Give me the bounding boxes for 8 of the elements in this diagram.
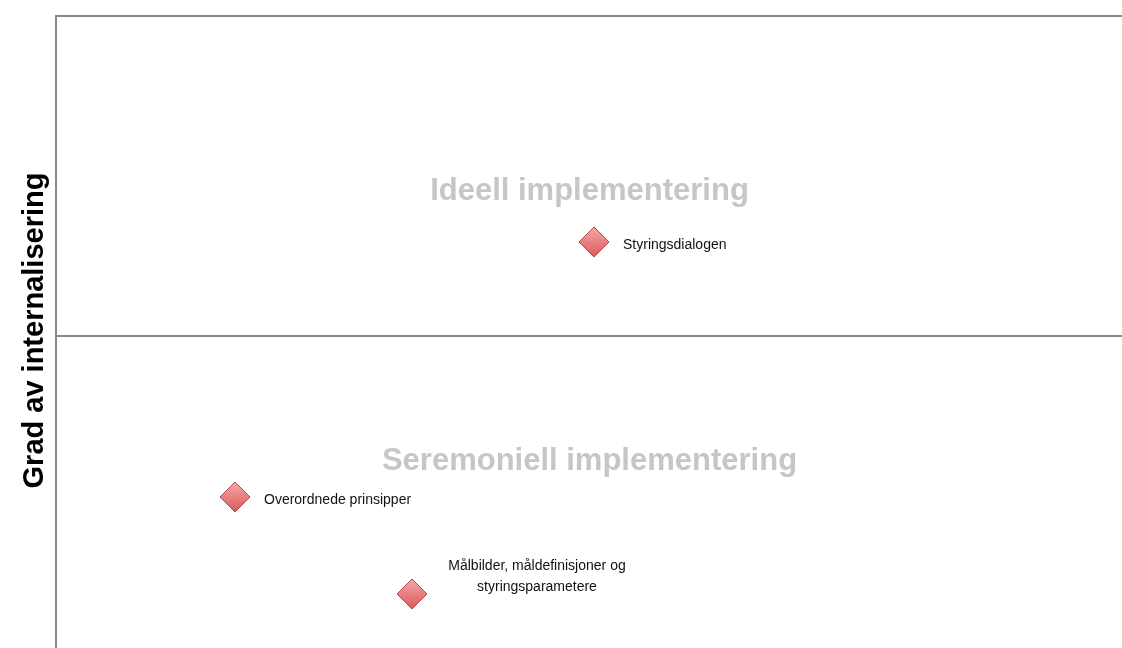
quadrant-band — [55, 15, 1122, 335]
quadrant-band — [55, 335, 1122, 648]
marker-label: Overordnede prinsipper — [264, 490, 413, 509]
quadrant-title: Seremoniell implementering — [380, 442, 799, 478]
quadrant-title: Ideell implementering — [429, 172, 750, 208]
axis-title: Grad av internalisering — [16, 171, 50, 491]
marker-label: Styringsdialogen — [623, 235, 728, 254]
marker-label: Målbilder, måldefinisjoner og styringsparametere — [447, 556, 627, 596]
